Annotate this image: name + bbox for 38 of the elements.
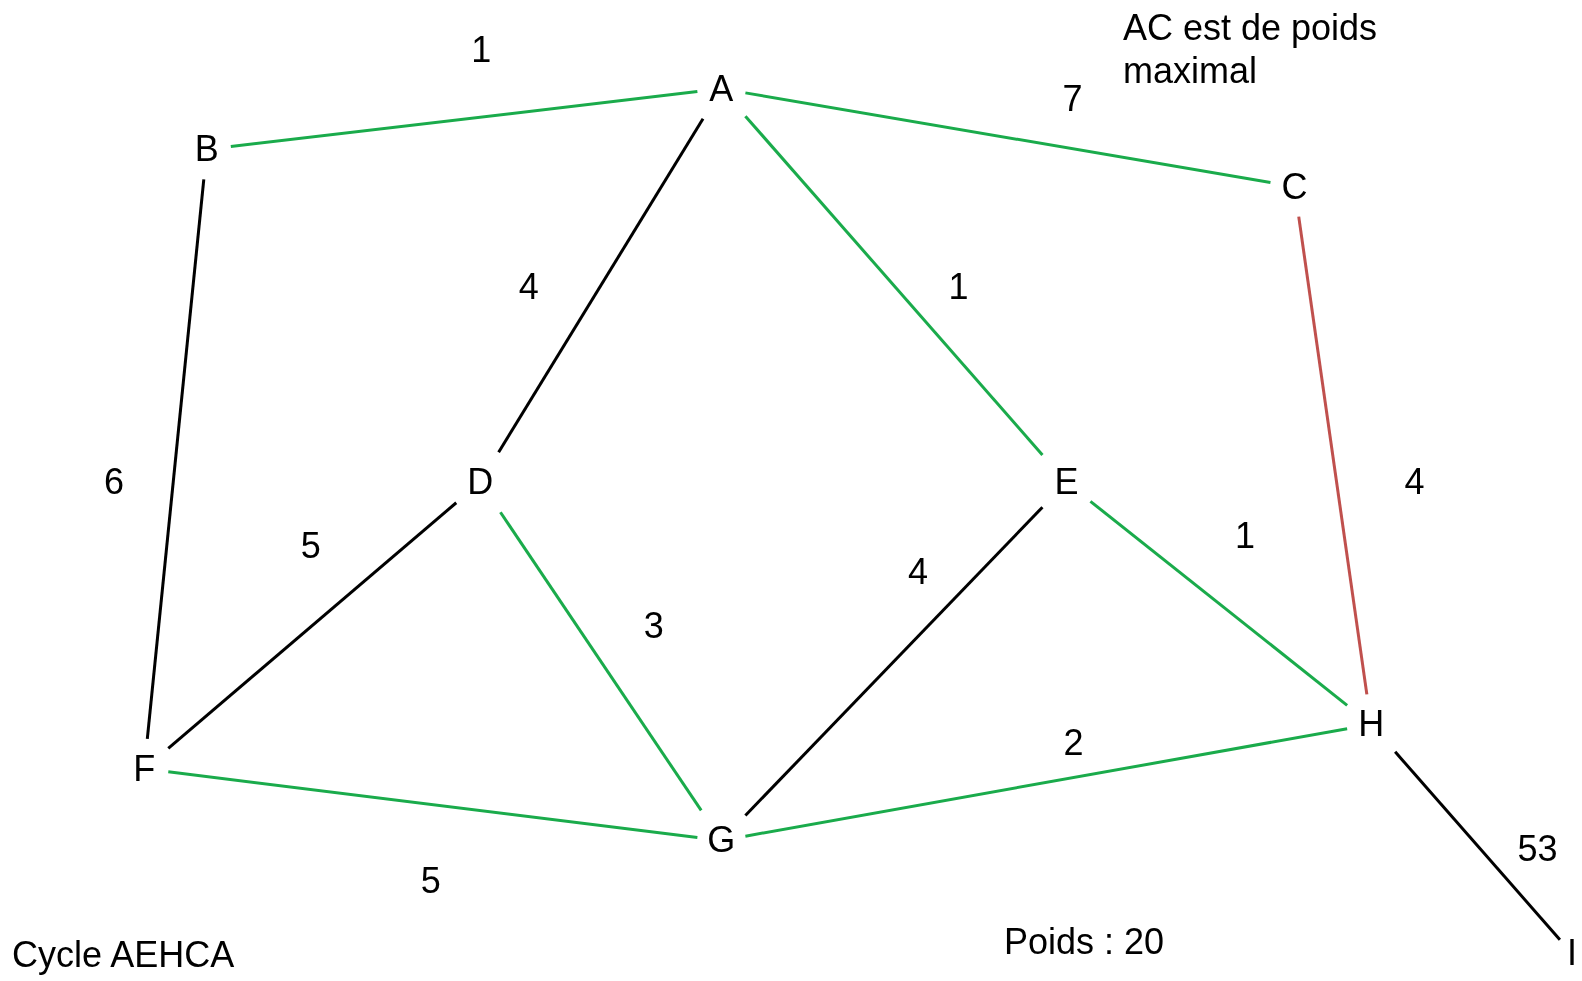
edge-weight: 2 <box>1063 724 1084 761</box>
note-text: AC est de poids maximal <box>1122 6 1379 93</box>
graph-edge <box>1089 500 1349 707</box>
graph-edge <box>744 115 1044 456</box>
vertex-label: E <box>1042 452 1091 513</box>
edge-weight: 4 <box>908 554 929 591</box>
vertex-label: D <box>456 452 505 513</box>
graph-edge <box>497 118 705 454</box>
graph-edge <box>1297 216 1369 695</box>
edge-weight: 7 <box>1062 80 1083 117</box>
edge-weight: 5 <box>300 527 321 564</box>
vertex-label: B <box>182 119 231 180</box>
edge-weight: 1 <box>1235 517 1256 554</box>
vertex-label: A <box>697 58 746 119</box>
vertex-label: I <box>1559 929 1582 978</box>
graph-edge <box>744 506 1044 817</box>
edge-weight: 53 <box>1517 830 1558 867</box>
graph-edge <box>1394 750 1562 941</box>
edge-weight: 6 <box>104 464 124 501</box>
edge-weight: 1 <box>948 268 969 305</box>
graph-edge <box>745 727 1348 838</box>
vertex-label: H <box>1347 694 1396 755</box>
vertex-label: G <box>697 810 746 871</box>
graph-edge <box>745 91 1271 185</box>
edge-weight: 5 <box>420 862 441 899</box>
edge-weight: 4 <box>518 268 539 305</box>
note-text: Cycle AEHCA <box>12 933 236 977</box>
graph-edge <box>167 501 458 750</box>
graph-edge <box>145 179 206 739</box>
graph-edge <box>230 90 698 148</box>
edge-weight: 1 <box>471 32 492 69</box>
vertex-label: C <box>1270 156 1319 217</box>
note-text: Poids : 20 <box>1003 920 1165 964</box>
edge-weight: 4 <box>1404 464 1425 501</box>
graph-edge <box>499 511 703 812</box>
vertex-label: F <box>120 738 169 799</box>
edge-weight: 3 <box>643 607 664 644</box>
graph-edge <box>168 770 698 839</box>
